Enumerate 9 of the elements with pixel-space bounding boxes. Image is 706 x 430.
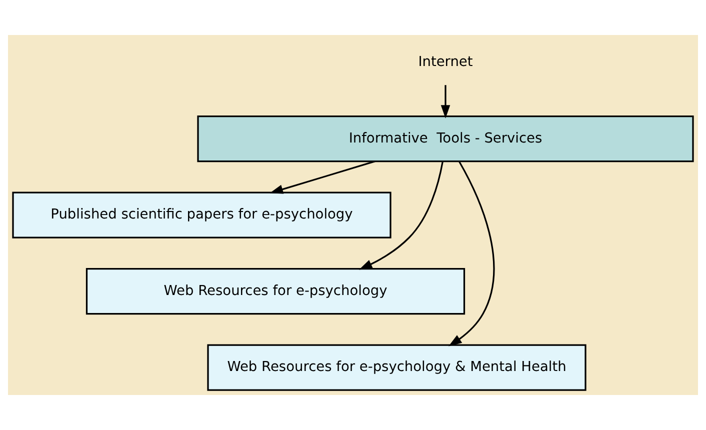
arrow (448, 161, 495, 346)
arrow (270, 160, 376, 194)
node-text: Internet (418, 54, 473, 70)
arrow (440, 85, 450, 118)
node-box: Web Resources for e-psychology (86, 268, 466, 315)
node-box: Informative Tools - Services (197, 115, 694, 162)
node-box: Published scientific papers for e-psychology (12, 192, 392, 238)
arrow (358, 161, 444, 270)
node-box: Web Resources for e-psychology & Mental Health (207, 344, 586, 391)
